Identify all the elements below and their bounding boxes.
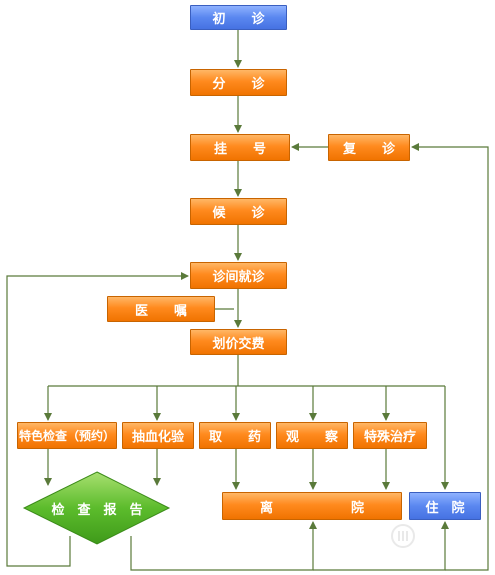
node-yizhu: 医 嘱 [107, 296, 215, 322]
node-teshe: 特色检查（预约） [17, 422, 117, 449]
node-chouxue: 抽血化验 [122, 422, 194, 449]
node-chuzhen: 初 诊 [190, 5, 287, 30]
node-guancha: 观 察 [276, 422, 348, 449]
node-fuzhen: 复 诊 [328, 134, 410, 161]
node-guahao: 挂 号 [190, 134, 290, 161]
edge-fuzhen-return [411, 143, 489, 571]
node-liyuan: 离 院 [222, 492, 402, 520]
node-zhenjian: 诊间就诊 [190, 262, 287, 289]
baogao-diamond-shape [22, 471, 171, 545]
edge-baogao-feedback [6, 272, 189, 567]
node-fenzhen: 分 诊 [190, 69, 287, 96]
node-quyao: 取 药 [199, 422, 271, 449]
node-zhuyuan: 住 院 [409, 492, 481, 520]
node-huajia: 划价交费 [190, 329, 287, 355]
node-houzhen: 候 诊 [190, 198, 287, 225]
watermark-logo [390, 523, 475, 553]
edge-baogao-liyuan [130, 521, 317, 571]
node-baogao-label: 检 查 报 告 [51, 503, 143, 518]
node-teshu: 特殊治疗 [353, 422, 427, 449]
